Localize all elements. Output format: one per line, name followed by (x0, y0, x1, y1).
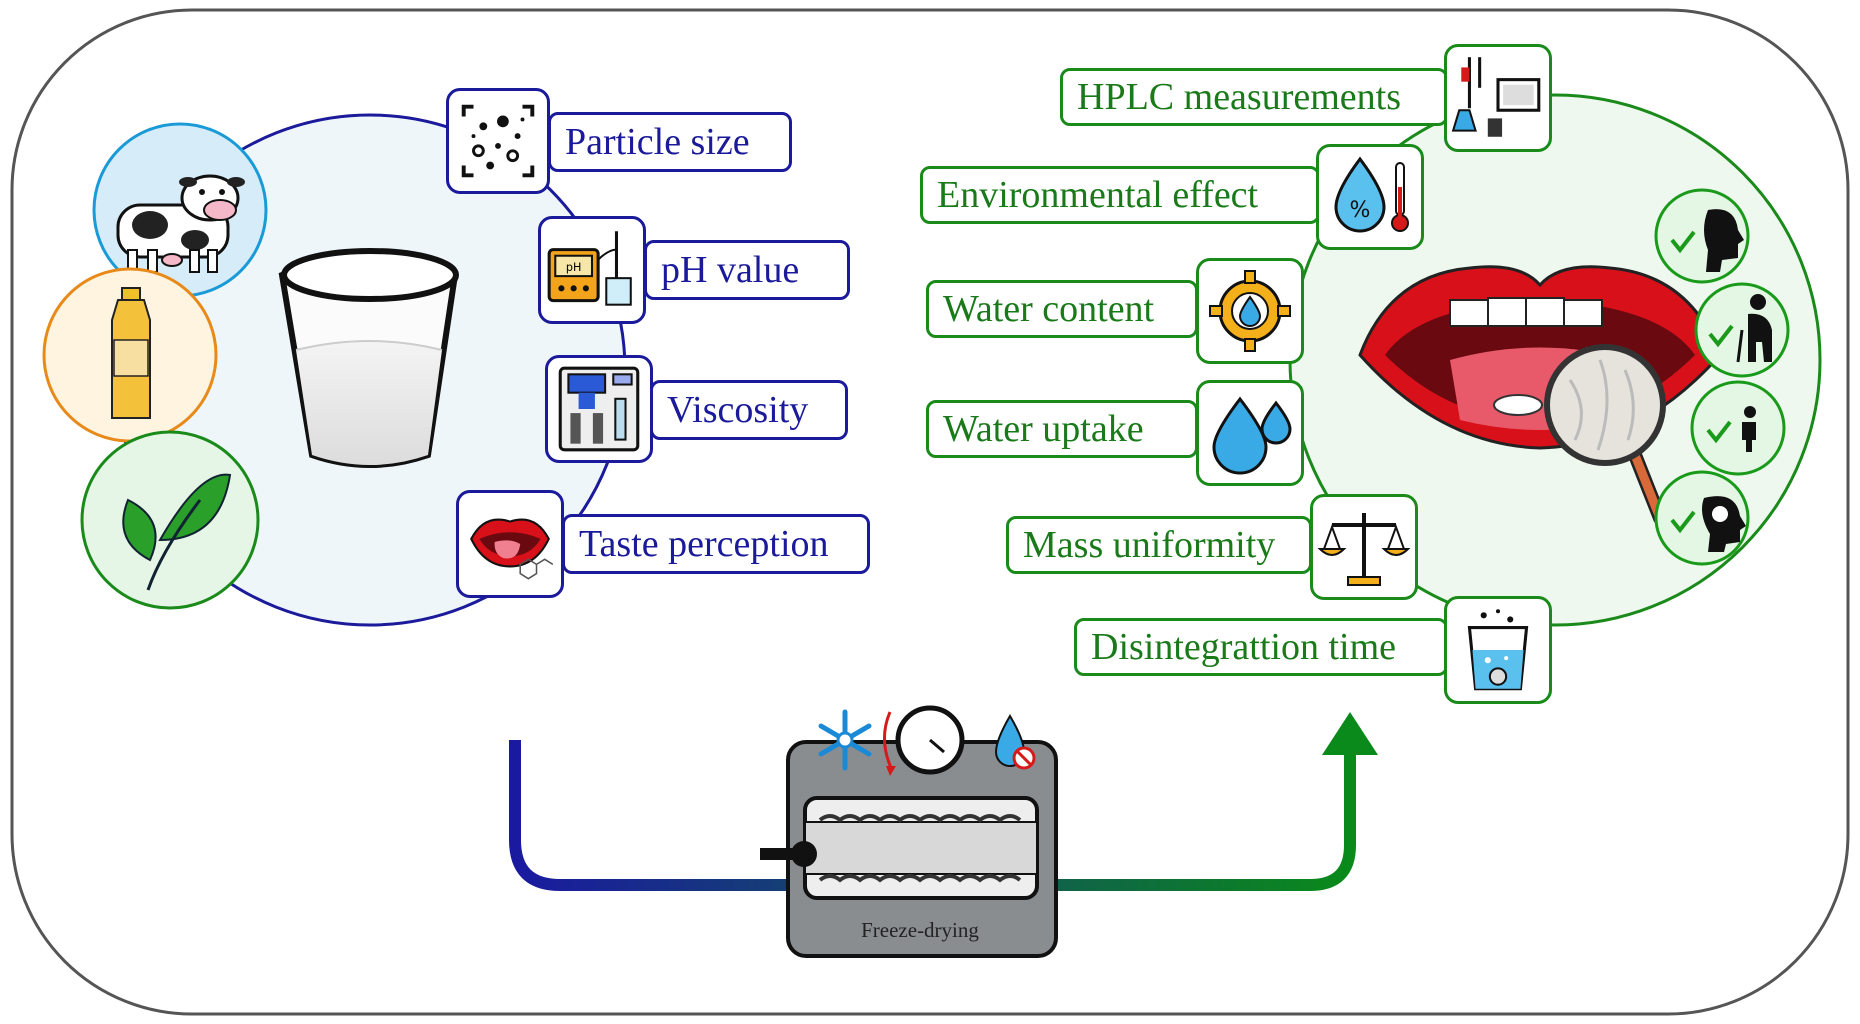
check-throat (1654, 188, 1750, 284)
viscosity-icon-box (545, 355, 653, 463)
humidity-thermometer-icon: % (1334, 156, 1409, 233)
water-content-icon-box (1196, 258, 1304, 364)
elderly-person-icon (1736, 294, 1772, 363)
leaf-icon (122, 473, 232, 591)
freeze-drying-label: Freeze-drying (861, 918, 979, 942)
label-environmental-effect: Environmental effect (920, 166, 1320, 224)
flow-line (509, 740, 1356, 891)
mass-uniformity-icon-box (1310, 494, 1418, 600)
environmental-icon-box: % (1316, 144, 1424, 250)
milk-glass-icon (278, 248, 459, 468)
check-elderly (1694, 282, 1790, 378)
water-uptake-icon-box (1196, 380, 1304, 486)
hplc-icon-box (1444, 44, 1552, 152)
child-icon (1742, 406, 1756, 452)
balance-scale-icon (1317, 513, 1411, 586)
pressure-gauge-icon (883, 705, 965, 776)
ph-meter-icon: pH (547, 231, 632, 306)
label-water-content: Water content (926, 280, 1198, 338)
label-ph-value: pH value (644, 240, 850, 300)
particles-icon (461, 104, 535, 178)
disintegration-icon-box (1444, 596, 1552, 704)
svg-text:pH: pH (566, 261, 582, 274)
label-taste-perception: Taste perception (562, 514, 870, 574)
particle-size-icon-box (446, 88, 550, 194)
snowflake-icon (818, 709, 872, 771)
label-hplc: HPLC measurements (1060, 68, 1448, 126)
cow-source (92, 122, 268, 298)
mouth-tablet-icon (1358, 265, 1722, 525)
no-water-drop-icon (994, 714, 1036, 770)
hplc-instrument-icon (1451, 57, 1541, 137)
throat-icon (1704, 209, 1744, 272)
oil-bottle-icon (111, 287, 151, 419)
check-brain (1654, 470, 1750, 566)
water-drops-icon (1212, 396, 1292, 475)
label-disintegration-time: Disintegrattion time (1074, 618, 1448, 676)
freeze-dryer-icon (760, 740, 1058, 958)
oil-source (42, 267, 218, 443)
label-particle-size: Particle size (548, 112, 792, 172)
check-child (1690, 380, 1786, 476)
head-brain-icon (1702, 496, 1746, 552)
ph-value-icon-box: pH (538, 216, 646, 324)
flow-arrowhead (1322, 712, 1378, 755)
label-mass-uniformity: Mass uniformity (1006, 516, 1312, 574)
taste-icon-box (456, 490, 564, 598)
label-water-uptake: Water uptake (926, 400, 1198, 458)
viscometer-icon (558, 366, 640, 452)
mouth-tongue-icon (470, 518, 554, 580)
label-viscosity: Viscosity (650, 380, 848, 440)
plant-source (80, 430, 260, 610)
gear-drop-icon (1209, 270, 1291, 352)
svg-text:%: % (1350, 198, 1371, 223)
cow-icon (116, 174, 245, 273)
dissolving-tablet-icon (1467, 609, 1529, 691)
